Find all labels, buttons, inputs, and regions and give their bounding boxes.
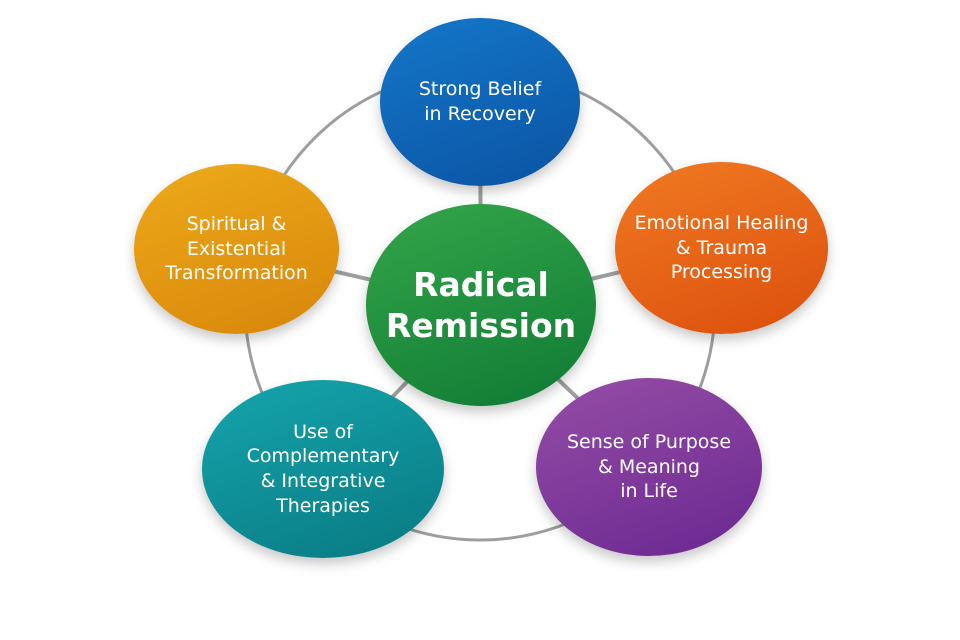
- node-emotional-healing: Emotional Healing & Trauma Processing: [615, 162, 828, 334]
- center-label: Radical Remission: [385, 264, 577, 345]
- node-label: Sense of Purpose & Meaning in Life: [566, 430, 732, 503]
- node-radical-remission: Radical Remission: [366, 204, 596, 406]
- node-strong-belief: Strong Belief in Recovery: [380, 18, 580, 186]
- node-spiritual-transformation: Spiritual & Existential Transformation: [134, 164, 339, 334]
- node-label: Spiritual & Existential Transformation: [165, 212, 308, 285]
- node-sense-of-purpose: Sense of Purpose & Meaning in Life: [536, 378, 762, 556]
- node-complementary-therapies: Use of Complementary & Integrative Thera…: [202, 380, 444, 558]
- node-label: Emotional Healing & Trauma Processing: [634, 211, 809, 284]
- node-label: Strong Belief in Recovery: [418, 78, 542, 125]
- node-label: Use of Complementary & Integrative Thera…: [246, 420, 400, 517]
